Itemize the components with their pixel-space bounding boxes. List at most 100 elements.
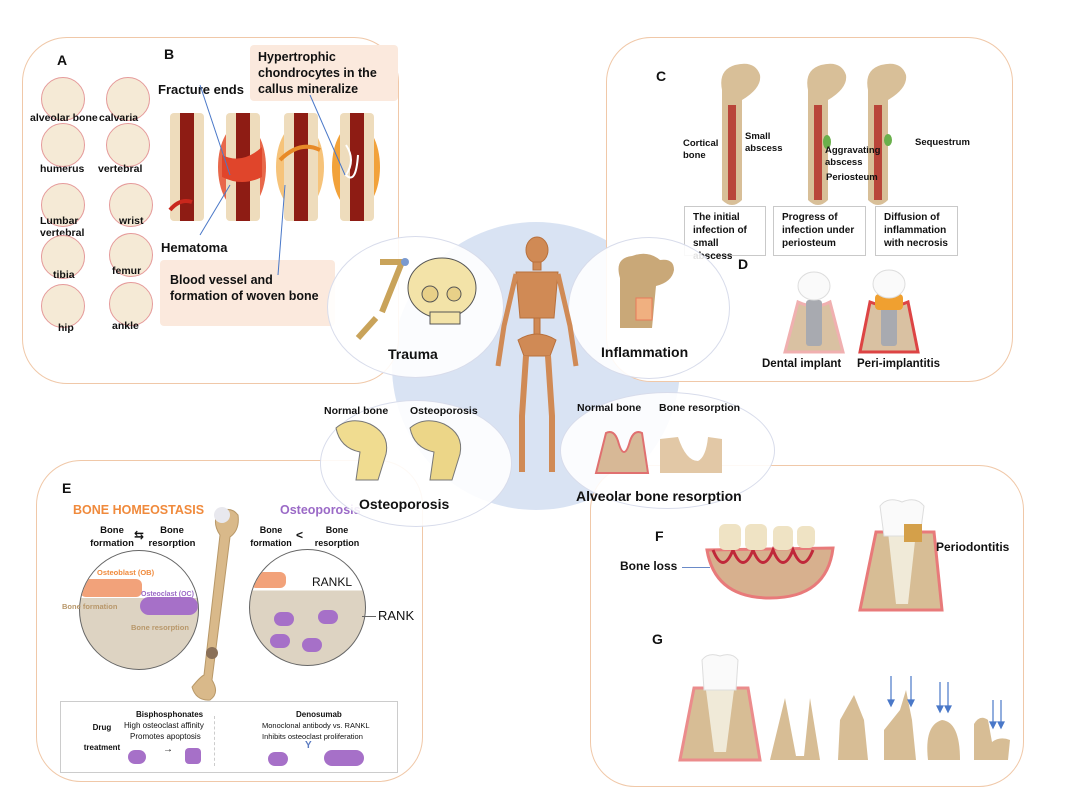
denosumab-line1: Monoclonal antibody vs. RANKL [262,721,370,730]
stage-box-1-text: The initial infection of small abscess [693,212,747,262]
arrow-icon: → [163,744,173,755]
osteoporosis-e-title: Osteoporosis [280,503,361,517]
ridge-stage-depressed [974,717,1010,760]
ridge-stage-socket [770,698,820,760]
pelvis [517,333,557,357]
site-circle-hip [41,284,85,328]
homeostasis-zoom-circle [79,550,199,670]
left-arm [495,273,519,367]
inflammation-label: Inflammation [601,344,689,360]
arrow-down-icon [936,705,944,714]
stage-box-2-text: Progress of infection under periosteum [782,212,855,249]
inflammation-femur-illustration [618,253,674,328]
cortical-bone-label: Cortical bone [683,138,719,161]
site-label: hip [58,322,74,334]
panel-b-letter: B [164,46,175,62]
osteo-normal-bone-label: Normal bone [324,405,389,417]
site-label: calvaria [99,112,139,124]
equilibrium-symbol: ⇆ [134,528,145,542]
femur-stage-1 [721,63,761,205]
stage-box-3-text: Diffusion of inflammation with necrosis [884,212,948,249]
drug-label: Drug treatment [83,723,121,752]
left-leg [519,355,529,472]
rankl-label: RANKL [312,575,353,589]
stage-box-3: Diffusion of inflammation with necrosis [875,206,958,256]
bone-loss-pointer [682,567,710,568]
arrow-down-icon [997,721,1005,730]
osteoclast-layer [140,597,198,615]
site-label: humerus [40,163,85,175]
site-circle-vertebral [106,123,150,167]
less-than-symbol: < [296,528,304,542]
site-label: vertebral [98,163,143,175]
bone-resorption-label: Bone resorption [131,623,189,632]
dental-implants-illustration [783,269,920,354]
periodontitis-label: Periodontitis [936,540,1010,554]
osteoblast-layer [80,579,142,597]
fracture-stage-4 [332,113,380,221]
bone-loss-jaw-illustration [705,524,835,600]
alveolar-resorption-illustration [594,431,722,474]
ridge-stage-tooth [678,654,762,762]
site-label: tibia [53,269,75,281]
blood-vessel-text: Blood vessel and formation of woven bone [170,273,319,303]
osteoblast-label: Osteoblast (OB) [97,568,155,577]
site-label: wrist [119,215,144,227]
bisphosphonates-line1: High osteoclast affinity [124,721,204,730]
right-leg [545,355,555,472]
osteoporosis-femurs-illustration [335,420,462,481]
alveolar-center-label: Alveolar bone resorption [576,488,742,504]
site-circle-ankle [109,282,153,326]
osteoporosis-zoom-circle [249,549,366,666]
hematoma-label: Hematoma [161,240,228,255]
table-divider [214,716,216,766]
arrow-down-icon [887,699,895,708]
osteoclast-cell [302,638,322,652]
bisphosphonates-line2: Promotes apoptosis [130,732,201,741]
trauma-label: Trauma [388,346,438,362]
hypertrophic-text: Hypertrophic chondrocytes in the callus … [258,50,377,96]
bone-loss-label: Bone loss [620,559,678,573]
resorption-arrows [887,676,1005,730]
fracture-stage-3 [276,113,324,221]
homeo-bone-formation: Bone formation [90,525,134,549]
dental-implant [783,271,845,354]
site-label: alveolar bone [30,112,98,124]
bone-formation-label: Bone formation [62,602,118,611]
osteoclast-icon [268,752,288,766]
osteoporosis-center-label: Osteoporosis [359,496,450,512]
rank-pointer-line [362,616,376,617]
homeo-bone-resorption: Bone resorption [148,525,196,549]
peri-implantitis-label: Peri-implantitis [857,358,941,370]
site-label: Lumbar vertebral [40,215,85,239]
alveolar-normal-bone-label: Normal bone [577,402,642,414]
trauma-illustration [355,257,477,341]
site-circle-wrist [109,183,153,227]
peri-implantitis-implant [858,269,920,354]
site-circle-alveolar-bone [41,77,85,121]
osteoclast-cell [274,612,294,626]
bisphosphonates-name: Bisphosphonates [136,710,204,719]
fracture-stage-2 [218,113,266,221]
osteoclast-before-icon [128,750,146,764]
skull-icon [407,257,477,325]
panel-d-letter: D [738,256,749,272]
right-arm [555,273,579,367]
arrow-down-icon [907,699,915,708]
antibody-icon: Y [305,740,312,751]
broken-bone-icon [355,258,409,341]
ridge-stage-knife-edge [884,690,916,760]
rank-label: RANK [378,608,415,623]
denosumab-name: Denosumab [296,710,342,719]
site-circle-femur [109,233,153,277]
aggravating-abscess-label: Aggravating abscess [825,145,881,168]
femur-stage-2 [807,63,847,205]
small-abscess-label: Small abscess [745,131,783,154]
skeleton-illustration [495,236,579,472]
site-label: ankle [112,320,139,332]
site-label: femur [112,265,142,277]
blood-vessel-callout: Blood vessel and formation of woven bone [160,260,335,326]
arrow-down-icon [944,705,952,714]
skull [525,236,549,264]
osteoclast-cell [270,634,290,648]
